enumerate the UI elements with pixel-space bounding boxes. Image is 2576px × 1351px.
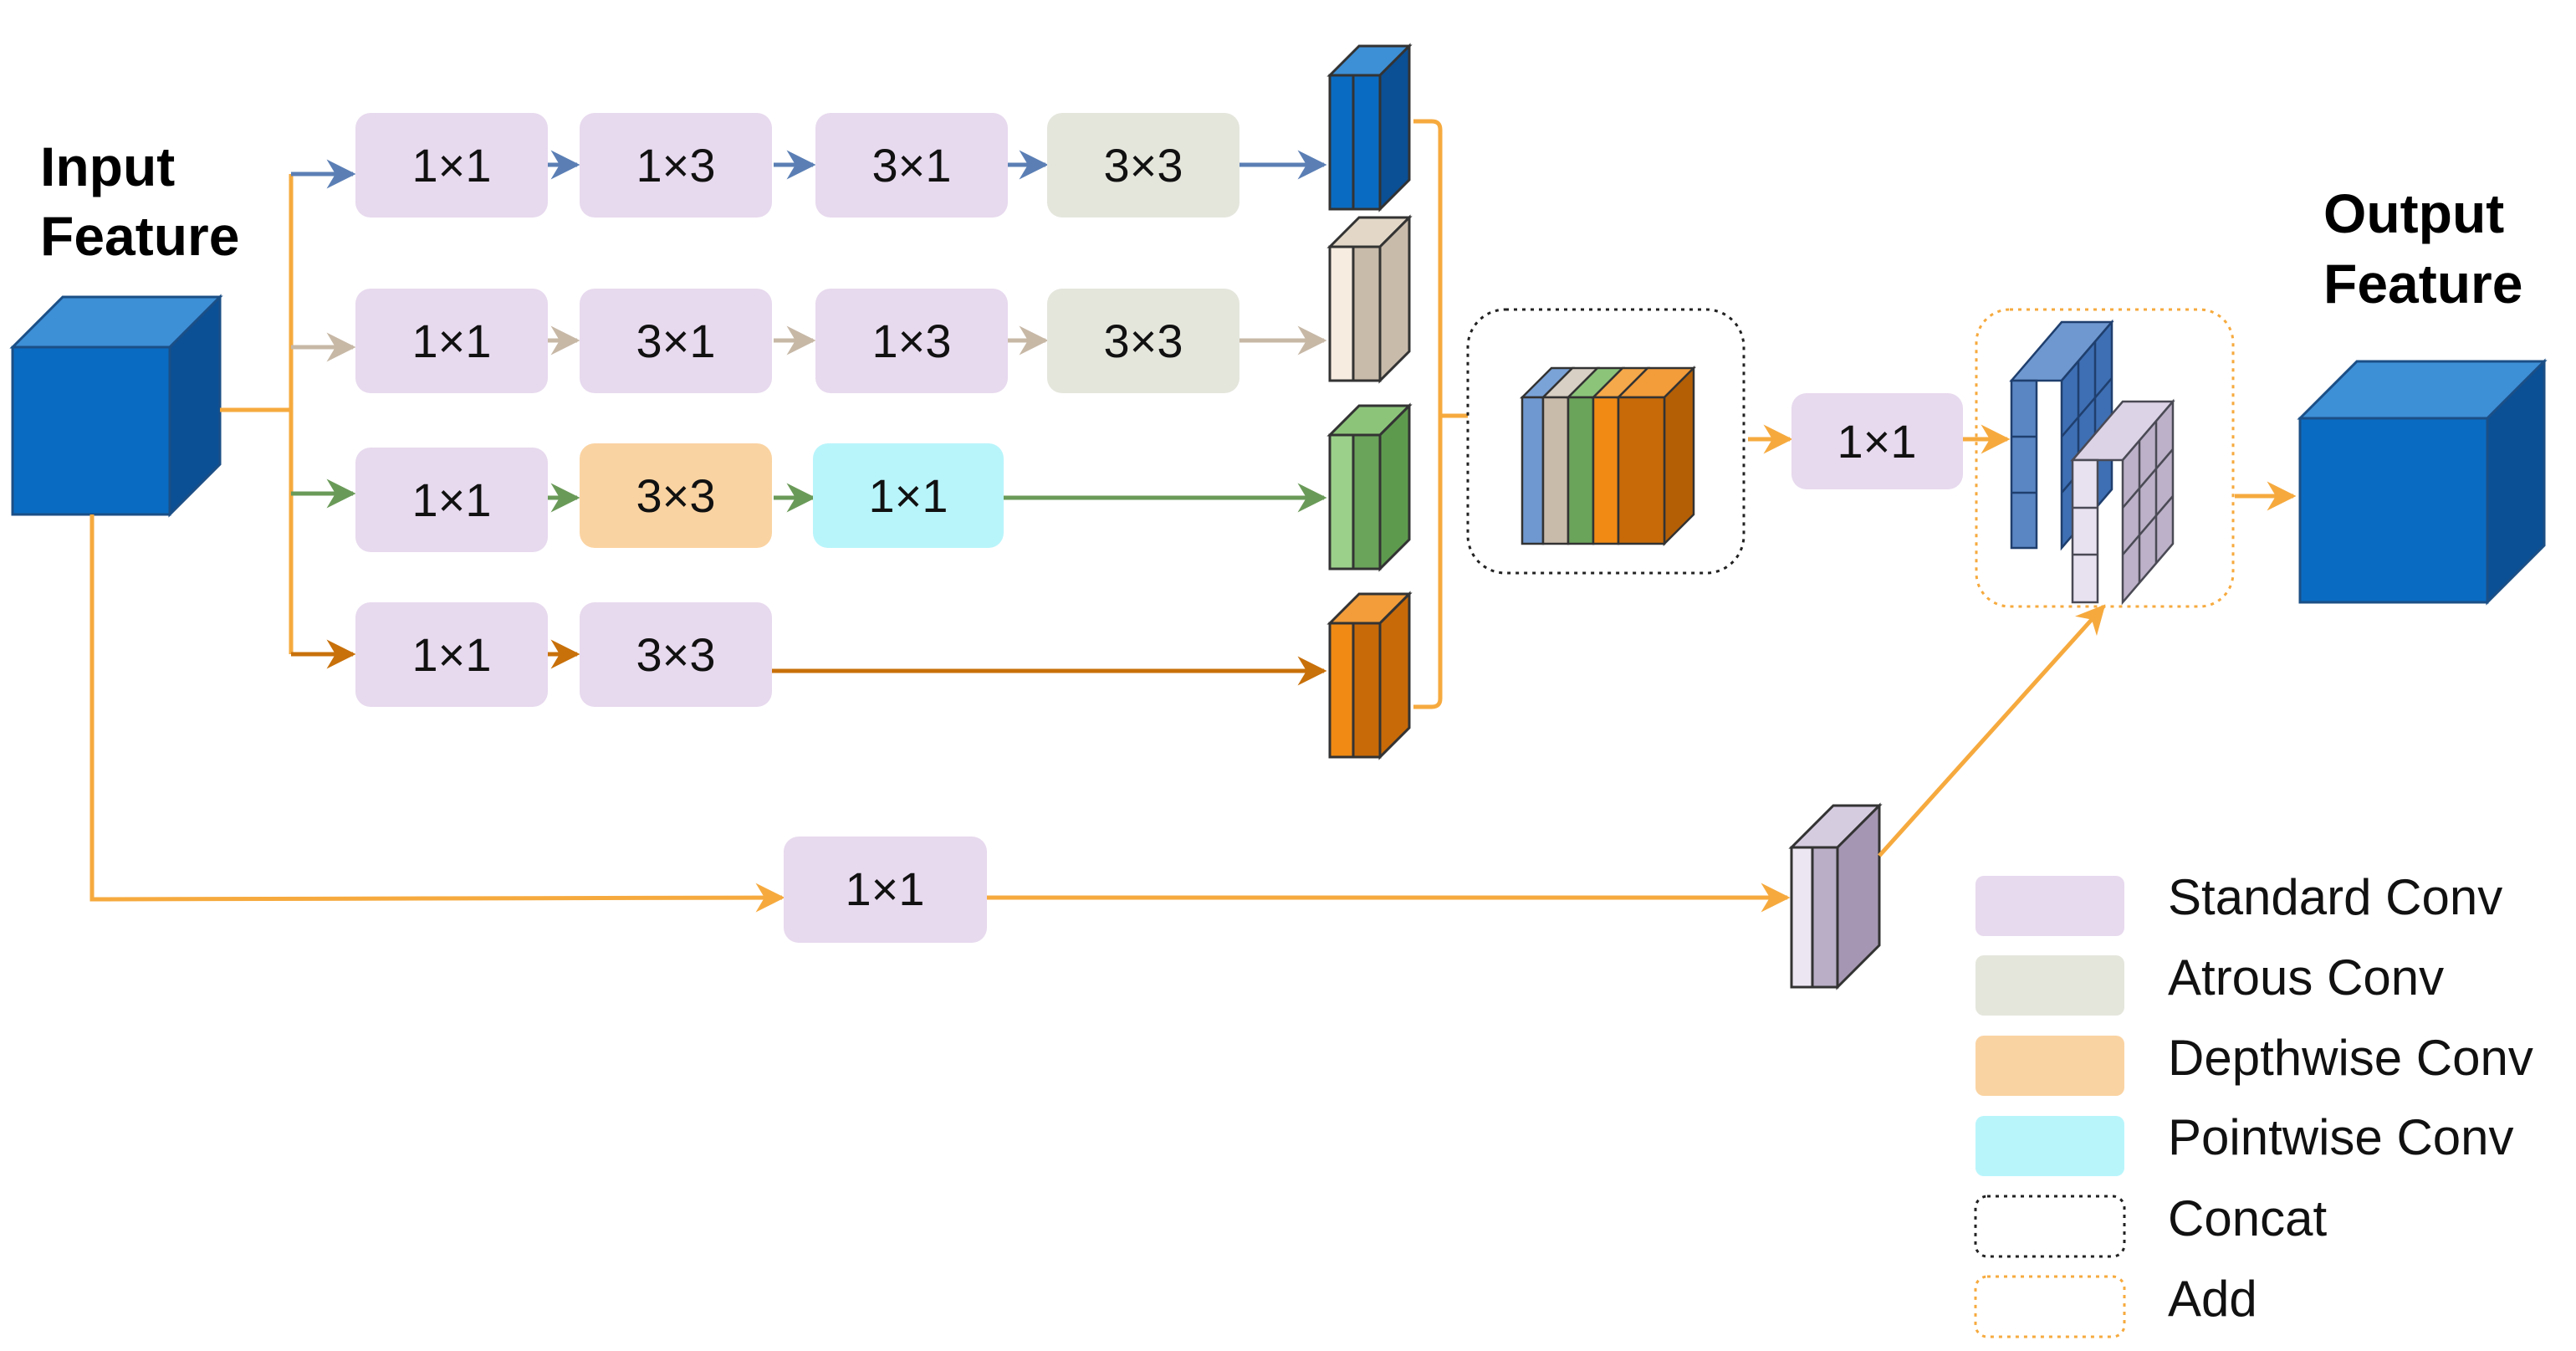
legend-swatch-add — [1974, 1275, 2126, 1338]
op-label: 3×1 — [636, 315, 716, 367]
input-trunk-connector — [89, 174, 785, 913]
input-feature-cube — [9, 294, 223, 518]
input-feature-title-line2: Feature — [40, 205, 239, 267]
op-box — [355, 448, 548, 552]
legend-label: Standard Conv — [2168, 869, 2502, 925]
legend-label: Concat — [2168, 1190, 2327, 1246]
after-concat-op-label: 1×1 — [1837, 415, 1917, 468]
legend-label: Add — [2168, 1271, 2257, 1327]
legend-swatch-standard — [1975, 876, 2124, 936]
shortcut-feature-slab — [1788, 802, 1883, 990]
op-label: 1×1 — [412, 139, 492, 192]
legend-swatch-atrous — [1975, 955, 2124, 1016]
op-label: 1×3 — [636, 139, 716, 192]
concat-stack — [1519, 365, 1697, 547]
legend-item: Standard Conv — [1975, 869, 2502, 936]
op-label: 3×3 — [1104, 315, 1183, 367]
op-box — [355, 289, 548, 393]
op-box — [815, 113, 1008, 217]
op-label: 1×3 — [872, 315, 952, 367]
op-label: 3×1 — [872, 139, 952, 192]
op-label: 3×3 — [636, 469, 716, 522]
branch-2-feature-slab — [1326, 214, 1413, 384]
concat-bracket — [1413, 119, 1468, 709]
output-feature-cube — [2297, 358, 2548, 606]
branch-3-arrows — [291, 478, 1327, 513]
branch-2: 1×1 3×1 1×3 3×3 — [355, 289, 1239, 393]
legend-item: Add — [1974, 1271, 2257, 1338]
legend-item: Depthwise Conv — [1975, 1030, 2533, 1096]
legend: Standard Conv Atrous Conv Depthwise Conv… — [1974, 869, 2533, 1338]
legend-item: Pointwise Conv — [1975, 1109, 2514, 1176]
legend-label: Pointwise Conv — [2168, 1109, 2514, 1165]
op-label: 1×1 — [412, 628, 492, 681]
op-box — [355, 602, 548, 707]
after-concat-op-box — [1791, 393, 1963, 489]
legend-swatch-pointwise — [1975, 1116, 2124, 1176]
branch-2-arrows — [291, 325, 1327, 362]
op-box — [1047, 289, 1239, 393]
add-block — [1975, 308, 2235, 608]
branch-1-feature-slab — [1326, 43, 1413, 212]
branch-4: 1×1 3×3 — [355, 602, 772, 707]
op-label: 3×3 — [636, 628, 716, 681]
output-feature-title-line1: Output — [2323, 182, 2504, 244]
shortcut-op-label: 1×1 — [846, 862, 925, 915]
concat-block — [1466, 308, 1745, 575]
input-feature-title-line1: Input — [40, 136, 175, 197]
branch-4-feature-slab — [1326, 591, 1413, 760]
op-box — [813, 443, 1004, 548]
op-label: 1×1 — [412, 473, 492, 526]
legend-item: Concat — [1974, 1190, 2327, 1258]
output-feature-title-line2: Feature — [2323, 253, 2522, 315]
branch-4-arrows — [291, 639, 1327, 686]
add-lilac-grid — [2070, 398, 2175, 606]
op-box — [355, 113, 548, 217]
op-box — [1047, 113, 1239, 217]
op-box — [580, 289, 772, 393]
legend-label: Atrous Conv — [2168, 949, 2444, 1006]
branch-3-feature-slab — [1326, 402, 1413, 572]
op-box — [815, 289, 1008, 393]
branch-3: 1×1 3×3 1×1 — [355, 443, 1004, 552]
branch-1-arrows — [291, 150, 1327, 189]
op-box — [580, 602, 772, 707]
op-box — [580, 443, 772, 548]
shortcut-op-box — [784, 837, 987, 943]
legend-label: Depthwise Conv — [2168, 1030, 2533, 1086]
op-label: 3×3 — [1104, 139, 1183, 192]
op-label: 1×1 — [869, 469, 948, 522]
arrow-shortcut-to-add — [1878, 604, 2106, 857]
op-box — [580, 113, 772, 217]
legend-item: Atrous Conv — [1975, 949, 2444, 1016]
legend-swatch-depthwise — [1975, 1036, 2124, 1096]
branch-1: 1×1 1×3 3×1 3×3 — [355, 113, 1239, 217]
legend-swatch-concat — [1974, 1195, 2126, 1258]
op-label: 1×1 — [412, 315, 492, 367]
